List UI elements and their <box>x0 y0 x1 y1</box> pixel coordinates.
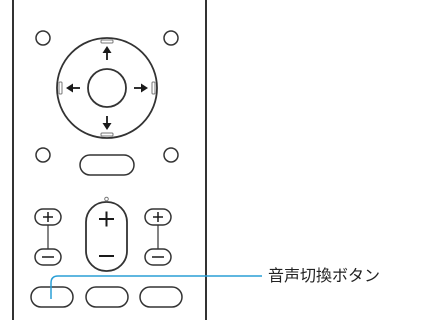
dpad-marker-bottom <box>100 132 114 137</box>
center-oval-button[interactable] <box>79 154 135 176</box>
arrow-down-icon[interactable] <box>102 116 112 130</box>
top-right-circle-button[interactable] <box>163 30 179 46</box>
plus-icon <box>43 212 53 222</box>
arrow-left-icon[interactable] <box>66 83 80 93</box>
right-plus-icon <box>153 212 163 222</box>
arrow-up-icon[interactable] <box>102 46 112 60</box>
top-left-circle-button[interactable] <box>35 30 51 46</box>
mid-right-circle-button[interactable] <box>163 147 179 163</box>
mid-left-circle-button[interactable] <box>35 147 51 163</box>
volume-plus-icon <box>99 211 114 227</box>
dpad-marker-left <box>58 81 63 95</box>
volume-tactile-dot <box>104 196 109 202</box>
bottom-middle-oval-button[interactable] <box>85 286 129 308</box>
dpad-marker-top <box>100 39 114 44</box>
callout-label: 音声切換ボタン <box>268 266 381 285</box>
dpad-marker-right <box>151 81 156 95</box>
bottom-right-oval-button[interactable] <box>139 286 183 308</box>
callout-leader-line <box>50 275 262 299</box>
dpad-center-button[interactable] <box>87 68 127 108</box>
audio-switch-button[interactable] <box>30 286 74 308</box>
volume-rocker[interactable] <box>85 201 128 272</box>
arrow-right-icon[interactable] <box>134 83 148 93</box>
